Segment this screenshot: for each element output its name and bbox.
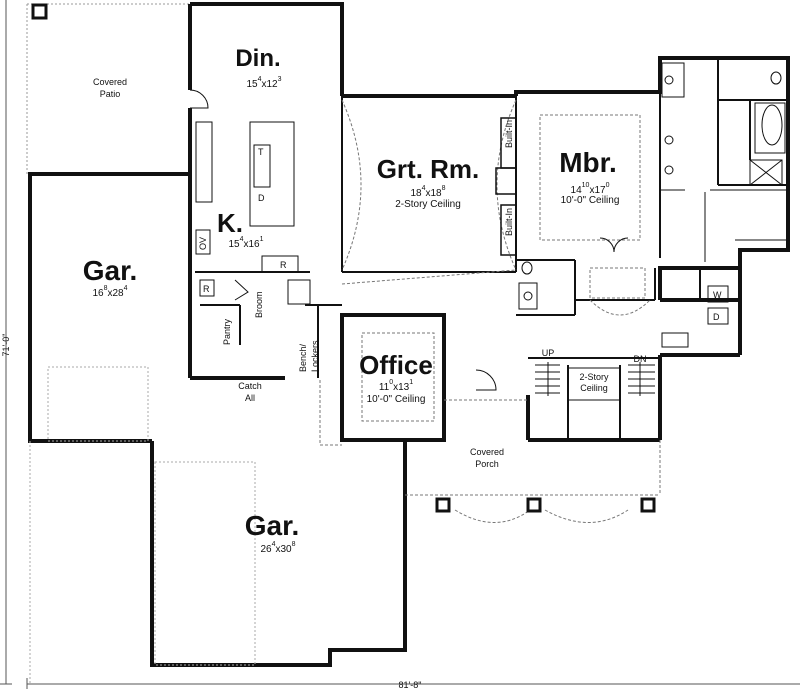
two-story-label: Ceiling bbox=[580, 383, 608, 393]
catch-all-label: All bbox=[245, 393, 255, 403]
washer-label: W bbox=[713, 290, 722, 300]
dishwasher-label: D bbox=[258, 193, 265, 203]
room-size: 154x123 bbox=[246, 76, 281, 90]
room-garage-1: Gar. 168x284 bbox=[83, 255, 137, 299]
closet-shelving bbox=[660, 189, 788, 262]
room-size: 154x161 bbox=[228, 236, 263, 250]
room-note: 10'-0" Ceiling bbox=[367, 394, 426, 405]
room-size: 264x308 bbox=[260, 541, 295, 555]
room-great: Grt. Rm. 184x188 2-Story Ceiling bbox=[377, 154, 480, 210]
oven-label: OV bbox=[198, 237, 208, 250]
room-garage-2: Gar. 264x308 bbox=[245, 510, 299, 555]
covered-patio-label: Patio bbox=[100, 89, 121, 99]
dryer-label: D bbox=[713, 312, 720, 322]
room-name: Gar. bbox=[245, 510, 299, 541]
room-office: Office 110x131 10'-0" Ceiling bbox=[359, 350, 433, 405]
bench-label: Bench/ bbox=[298, 343, 308, 372]
covered-patio-area bbox=[26, 3, 190, 174]
covered-patio-label: Covered bbox=[93, 77, 127, 87]
broom-label: Broom bbox=[254, 291, 264, 318]
room-note: 10'-0" Ceiling bbox=[561, 195, 620, 206]
garage-doors bbox=[29, 366, 256, 684]
room-kitchen: K. 154x161 bbox=[217, 208, 264, 250]
kitchen-fixtures bbox=[195, 121, 311, 305]
exterior-walls bbox=[28, 2, 790, 667]
room-name: K. bbox=[217, 208, 243, 238]
dashed-features bbox=[319, 99, 661, 523]
covered-porch-label: Porch bbox=[475, 459, 499, 469]
pantry-label: Pantry bbox=[222, 318, 232, 345]
two-story-label: 2-Story bbox=[579, 372, 609, 382]
post bbox=[31, 3, 48, 20]
built-in-label: Built-In bbox=[504, 120, 514, 148]
stair-up-label: UP bbox=[542, 348, 555, 358]
small-labels: Covered Patio Covered Porch Built-In Bui… bbox=[93, 77, 722, 469]
room-name: Office bbox=[359, 350, 433, 380]
room-name: Grt. Rm. bbox=[377, 154, 480, 184]
lockers-label: Lockers bbox=[310, 340, 320, 372]
room-master: Mbr. 1410x170 10'-0" Ceiling bbox=[559, 147, 619, 206]
room-name: Mbr. bbox=[559, 147, 617, 178]
interior-walls bbox=[195, 58, 788, 440]
bath-fixtures bbox=[518, 62, 786, 348]
door-swings bbox=[189, 89, 629, 391]
room-note: 2-Story Ceiling bbox=[395, 199, 461, 210]
stair-down-label: DN bbox=[634, 354, 647, 364]
width-dimension: 81'-8" bbox=[399, 680, 422, 689]
room-size: 184x188 bbox=[410, 185, 445, 199]
room-size: 1410x170 bbox=[571, 182, 610, 196]
depth-dimension: 71'-0" bbox=[1, 334, 11, 357]
catch-all-label: Catch bbox=[238, 381, 262, 391]
room-size: 110x131 bbox=[379, 379, 413, 393]
built-in-label: Built-In bbox=[504, 208, 514, 236]
room-dining: Din. 154x123 bbox=[235, 45, 281, 90]
room-size: 168x284 bbox=[92, 285, 127, 299]
refrigerator-label: R bbox=[280, 260, 287, 270]
porch-posts bbox=[435, 497, 656, 513]
trash-label: T bbox=[258, 147, 264, 157]
room-name: Din. bbox=[235, 45, 280, 72]
built-in-cabinets bbox=[495, 117, 517, 256]
stairs bbox=[535, 362, 655, 401]
covered-porch-label: Covered bbox=[470, 447, 504, 457]
room-name: Gar. bbox=[83, 255, 137, 286]
refrigerator-label: R bbox=[203, 284, 210, 294]
